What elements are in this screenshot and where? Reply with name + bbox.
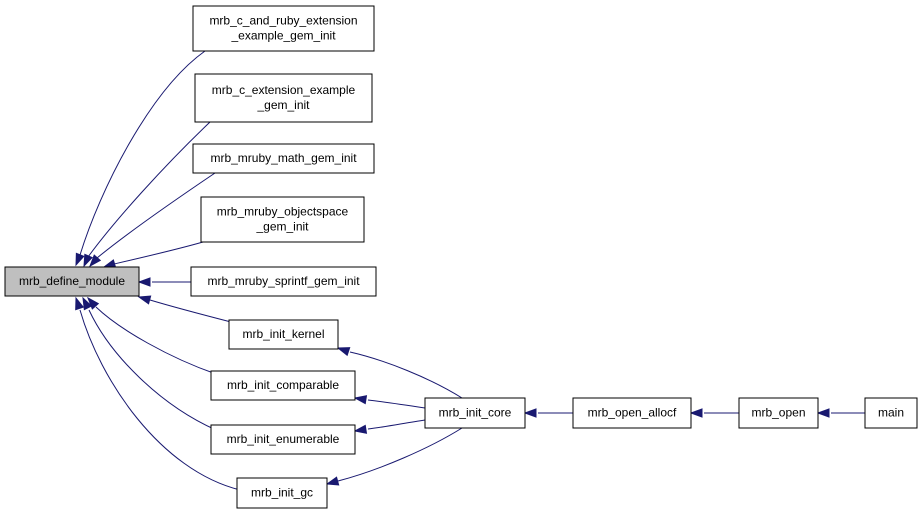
node-init-enumerable[interactable]: mrb_init_enumerable xyxy=(210,424,356,455)
node-box xyxy=(194,73,373,123)
edge-init_core-to-init_gc xyxy=(325,427,463,486)
arrowhead xyxy=(82,296,93,311)
edge-line xyxy=(87,121,211,258)
node-mrb-define-module[interactable]: mrb_define_module xyxy=(4,266,140,297)
node-label: mrb_define_module xyxy=(19,274,125,288)
arrowhead xyxy=(336,347,351,357)
node-box xyxy=(738,397,819,429)
node-init-core[interactable]: mrb_init_core xyxy=(424,397,526,429)
node-objectspace[interactable]: mrb_mruby_objectspace_gem_init xyxy=(200,196,365,243)
node-label: mrb_init_kernel xyxy=(242,327,324,341)
node-label: mrb_open_allocf xyxy=(588,406,677,420)
edge-line xyxy=(349,351,463,399)
node-label: mrb_mruby_sprintf_gem_init xyxy=(207,274,360,288)
edge-line xyxy=(79,309,241,491)
edge-main-to-open xyxy=(816,408,865,418)
node-label: mrb_init_comparable xyxy=(227,378,339,392)
arrowhead xyxy=(325,476,340,486)
node-label: mrb_open xyxy=(751,406,805,420)
node-box xyxy=(210,370,356,401)
node-label: mrb_mruby_objectspace xyxy=(217,205,349,219)
node-open-allocf[interactable]: mrb_open_allocf xyxy=(572,397,692,429)
node-label: mrb_init_core xyxy=(439,406,512,420)
node-box xyxy=(228,319,339,350)
arrowhead xyxy=(89,254,102,268)
node-box xyxy=(424,397,526,429)
node-label: _gem_init xyxy=(255,220,309,234)
arrowhead xyxy=(816,408,830,418)
edge-init_core-to-init_comparable xyxy=(353,395,426,409)
node-box xyxy=(236,477,328,509)
node-box xyxy=(190,266,377,297)
node-box xyxy=(192,5,375,52)
node-box xyxy=(572,397,692,429)
edge-line xyxy=(337,427,463,482)
edge-objectspace-to-mrb_define_module xyxy=(102,241,204,269)
node-box xyxy=(192,143,375,174)
node-sprintf[interactable]: mrb_mruby_sprintf_gem_init xyxy=(190,266,377,297)
node-c-ext[interactable]: mrb_c_extension_example_gem_init xyxy=(194,73,373,123)
node-label: mrb_c_and_ruby_extension xyxy=(209,14,357,28)
edge-line xyxy=(79,50,206,256)
edge-line xyxy=(88,309,217,431)
edge-line xyxy=(113,241,204,265)
node-layer: mrb_define_module mrb_c_and_ruby_extensio… xyxy=(4,5,918,509)
node-box xyxy=(864,397,918,429)
edge-line xyxy=(96,172,216,259)
edge-line xyxy=(367,419,426,430)
node-label: mrb_mruby_math_gem_init xyxy=(210,151,357,165)
edge-sprintf-to-mrb_define_module xyxy=(137,277,191,287)
node-init-comparable[interactable]: mrb_init_comparable xyxy=(210,370,356,401)
edge-line xyxy=(367,399,426,409)
node-init-gc[interactable]: mrb_init_gc xyxy=(236,477,328,509)
edge-init_gc-to-mrb_define_module xyxy=(75,296,241,491)
node-label: _example_gem_init xyxy=(230,29,336,43)
arrowhead xyxy=(137,295,152,305)
edge-c_ext-to-mrb_define_module xyxy=(83,121,211,268)
edge-open-to-open_allocf xyxy=(689,408,739,418)
edge-open_allocf-to-init_core xyxy=(523,408,573,418)
arrowhead xyxy=(83,253,93,268)
node-box xyxy=(210,424,356,455)
edge-line xyxy=(95,306,217,375)
arrowhead xyxy=(75,252,85,267)
arrowhead xyxy=(87,296,100,310)
node-c-and-ruby[interactable]: mrb_c_and_ruby_extension_example_gem_ini… xyxy=(192,5,375,52)
arrowhead xyxy=(689,408,703,418)
node-label: mrb_c_extension_example xyxy=(212,83,356,97)
edge-c_and_ruby-to-mrb_define_module xyxy=(75,50,206,267)
node-label: mrb_init_enumerable xyxy=(227,432,340,446)
edge-line xyxy=(149,299,232,323)
node-label: _gem_init xyxy=(256,98,310,112)
node-main[interactable]: main xyxy=(864,397,918,429)
node-math[interactable]: mrb_mruby_math_gem_init xyxy=(192,143,375,174)
arrowhead xyxy=(137,277,151,287)
arrowhead xyxy=(75,296,85,311)
node-init-kernel[interactable]: mrb_init_kernel xyxy=(228,319,339,350)
edge-init_enumerable-to-mrb_define_module xyxy=(82,296,217,431)
node-box xyxy=(200,196,365,243)
arrowhead xyxy=(523,408,537,418)
edge-init_comparable-to-mrb_define_module xyxy=(87,296,217,375)
arrowhead xyxy=(353,424,368,434)
node-label: mrb_init_gc xyxy=(251,486,313,500)
arrowhead xyxy=(353,395,368,405)
node-label: main xyxy=(878,406,904,420)
edge-init_core-to-init_kernel xyxy=(336,347,463,399)
edge-init_kernel-to-mrb_define_module xyxy=(137,295,232,323)
node-box xyxy=(4,266,140,297)
node-open[interactable]: mrb_open xyxy=(738,397,819,429)
edge-init_core-to-init_enumerable xyxy=(353,419,426,434)
edge-math-to-mrb_define_module xyxy=(89,172,216,268)
